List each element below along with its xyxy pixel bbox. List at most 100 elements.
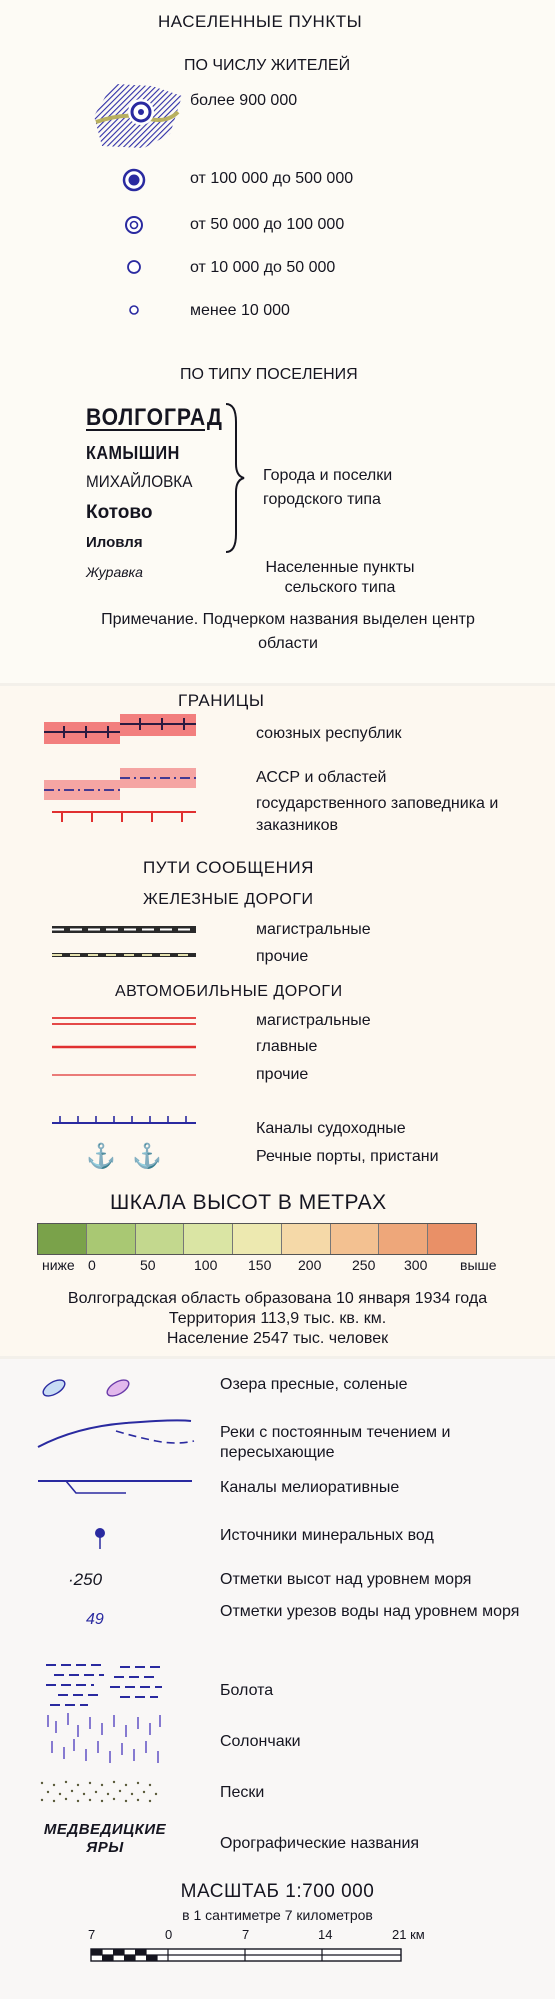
elevation-color-step xyxy=(427,1224,477,1254)
city-100k-500k-icon xyxy=(122,168,146,192)
elevation-tick-label: выше xyxy=(460,1257,497,1273)
lakes-icon xyxy=(42,1379,130,1397)
railways-title: ЖЕЛЕЗНЫЕ ДОРОГИ xyxy=(143,891,314,908)
water-levels-label: Отметки урезов воды над уровнем моря xyxy=(220,1603,520,1620)
elevation-scale-bar xyxy=(37,1223,477,1255)
main-railway-icon xyxy=(52,926,196,933)
road-other-label: прочие xyxy=(256,1066,309,1083)
region-info-line2: Территория 113,9 тыс. кв. км. xyxy=(168,1310,387,1327)
elevation-tick-label: 200 xyxy=(298,1257,322,1273)
salt-marsh-label: Солончаки xyxy=(220,1733,301,1750)
scale-subtitle: в 1 сантиметре 7 километров xyxy=(182,1907,373,1923)
sample-capital-name: ВОЛГОГРАД xyxy=(86,404,223,431)
elevation-color-step xyxy=(38,1224,86,1254)
canals-label: Каналы судоходные xyxy=(256,1120,406,1137)
mineral-spring-icon xyxy=(95,1528,105,1549)
other-railway-icon xyxy=(52,953,196,957)
elevation-title: ШКАЛА ВЫСОТ В МЕТРАХ xyxy=(110,1191,387,1214)
pop-class-1: от 100 000 до 500 000 xyxy=(190,170,354,187)
urban-brace xyxy=(225,403,245,553)
pop-class-0: более 900 000 xyxy=(190,92,298,109)
pop-class-4: менее 10 000 xyxy=(190,302,290,319)
settlements-panel: НАСЕЛЕННЫЕ ПУНКТЫ ПО ЧИСЛУ ЖИТЕЛЕЙ более… xyxy=(0,0,555,683)
main-road-icon xyxy=(52,1017,196,1025)
ports-label: Речные порты, пристани xyxy=(256,1148,439,1165)
sample-small-settlement-name: Иловля xyxy=(86,534,143,551)
union-republic-border-icon xyxy=(44,714,196,744)
elevation-tick-label: 0 xyxy=(88,1257,96,1273)
city-over-900k-icon xyxy=(94,84,182,148)
hydrography-panel: Озера пресные, соленые Реки с постоянным… xyxy=(0,1356,555,1999)
anchor-icon: ⚓ xyxy=(132,1143,162,1170)
elevation-color-step xyxy=(280,1224,330,1254)
elevation-tick-label: 50 xyxy=(140,1257,156,1273)
sands-icon xyxy=(40,1780,158,1803)
orographic-sample: МЕДВЕДИЦКИЕ ЯРЫ xyxy=(43,1821,167,1856)
border-assr-label: АССР и областей xyxy=(256,769,387,786)
assr-border-icon xyxy=(44,768,196,800)
region-info-line3: Население 2547 тыс. человек xyxy=(166,1330,389,1347)
sample-settlement-name: Котово xyxy=(86,502,153,523)
rivers-icon xyxy=(37,1419,195,1448)
borders-transport-panel: ГРАНИЦЫ союзных республик АССР и областе… xyxy=(0,683,555,1356)
reserve-border-icon xyxy=(52,811,196,822)
elevation-tick-label: 150 xyxy=(248,1257,272,1273)
swamps-label: Болота xyxy=(220,1682,274,1699)
village-under-10k-icon xyxy=(129,305,139,315)
settlements-title: НАСЕЛЕННЫЕ ПУНКТЫ xyxy=(158,12,363,31)
border-union-label: союзных республик xyxy=(256,725,402,742)
springs-label: Источники минеральных вод xyxy=(220,1527,434,1544)
swamp-icon xyxy=(46,1664,162,1706)
water-level-sample: 49 xyxy=(86,1611,104,1628)
elevation-tick-label: ниже xyxy=(42,1257,75,1273)
railway-main-label: магистральные xyxy=(256,921,371,938)
sample-town-name: МИХАЙЛОВКА xyxy=(86,472,193,491)
elevation-color-step xyxy=(183,1224,233,1254)
elevation-tick-label: 250 xyxy=(352,1257,376,1273)
by-population-title: ПО ЧИСЛУ ЖИТЕЛЕЙ xyxy=(184,57,351,74)
road-main-label: магистральные xyxy=(256,1012,371,1029)
irrigation-canal-icon xyxy=(38,1480,192,1494)
lakes-label: Озера пресные, соленые xyxy=(220,1376,408,1393)
linear-scale-bar xyxy=(90,1948,402,1962)
elevation-color-step xyxy=(329,1224,379,1254)
railway-other-label: прочие xyxy=(256,948,309,965)
transport-title: ПУТИ СООБЩЕНИЯ xyxy=(143,858,314,877)
roads-title: АВТОМОБИЛЬНЫЕ ДОРОГИ xyxy=(115,983,343,1000)
elevation-tick-label: 100 xyxy=(194,1257,218,1273)
rivers-label: Реки с постоянным течением и пересыхающи… xyxy=(220,1424,451,1461)
scale-tick-label: 21 км xyxy=(392,1927,425,1942)
by-type-title: ПО ТИПУ ПОСЕЛЕНИЯ xyxy=(180,366,358,383)
road-primary-label: главные xyxy=(256,1038,318,1055)
urban-label: Города и поселки городского типа xyxy=(263,467,393,508)
city-50k-100k-icon xyxy=(125,216,143,234)
navigable-canal-icon xyxy=(52,1116,196,1124)
elevation-color-step xyxy=(232,1224,281,1254)
sample-city-name: КАМЫШИН xyxy=(86,443,180,463)
scale-tick-label: 7 xyxy=(88,1927,96,1942)
anchor-icon: ⚓ xyxy=(86,1143,116,1170)
sample-village-name: Журавка xyxy=(86,564,143,580)
border-reserve-label: государственного заповедника и заказнико… xyxy=(256,795,499,834)
sands-label: Пески xyxy=(220,1784,265,1801)
irrigation-label: Каналы мелиоративные xyxy=(220,1479,400,1496)
primary-road-icon xyxy=(52,1045,196,1049)
capital-note: Примечание. Подчерком названия выделен ц… xyxy=(101,611,475,652)
scale-title: МАСШТАБ 1:700 000 xyxy=(180,1881,375,1902)
orographic-label: Орографические названия xyxy=(220,1835,420,1852)
pop-class-2: от 50 000 до 100 000 xyxy=(190,216,345,233)
scale-tick-label: 7 xyxy=(242,1927,250,1942)
elevation-color-step xyxy=(378,1224,428,1254)
pop-class-3: от 10 000 до 50 000 xyxy=(190,259,336,276)
spot-height-sample: ·250 xyxy=(68,1570,103,1589)
elevation-color-step xyxy=(85,1224,135,1254)
elevation-tick-label: 300 xyxy=(404,1257,428,1273)
spot-heights-label: Отметки высот над уровнем моря xyxy=(220,1571,472,1588)
region-info-line1: Волгоградская область образована 10 янва… xyxy=(67,1290,488,1307)
salt-marsh-icon xyxy=(47,1713,161,1763)
elevation-scale-ticks: ниже 0 50 100 150 200 250 300 выше xyxy=(0,1257,555,1277)
other-road-icon xyxy=(52,1074,196,1076)
rural-label: Населенные пункты сельского типа xyxy=(265,559,415,596)
town-10k-50k-icon xyxy=(127,260,141,274)
